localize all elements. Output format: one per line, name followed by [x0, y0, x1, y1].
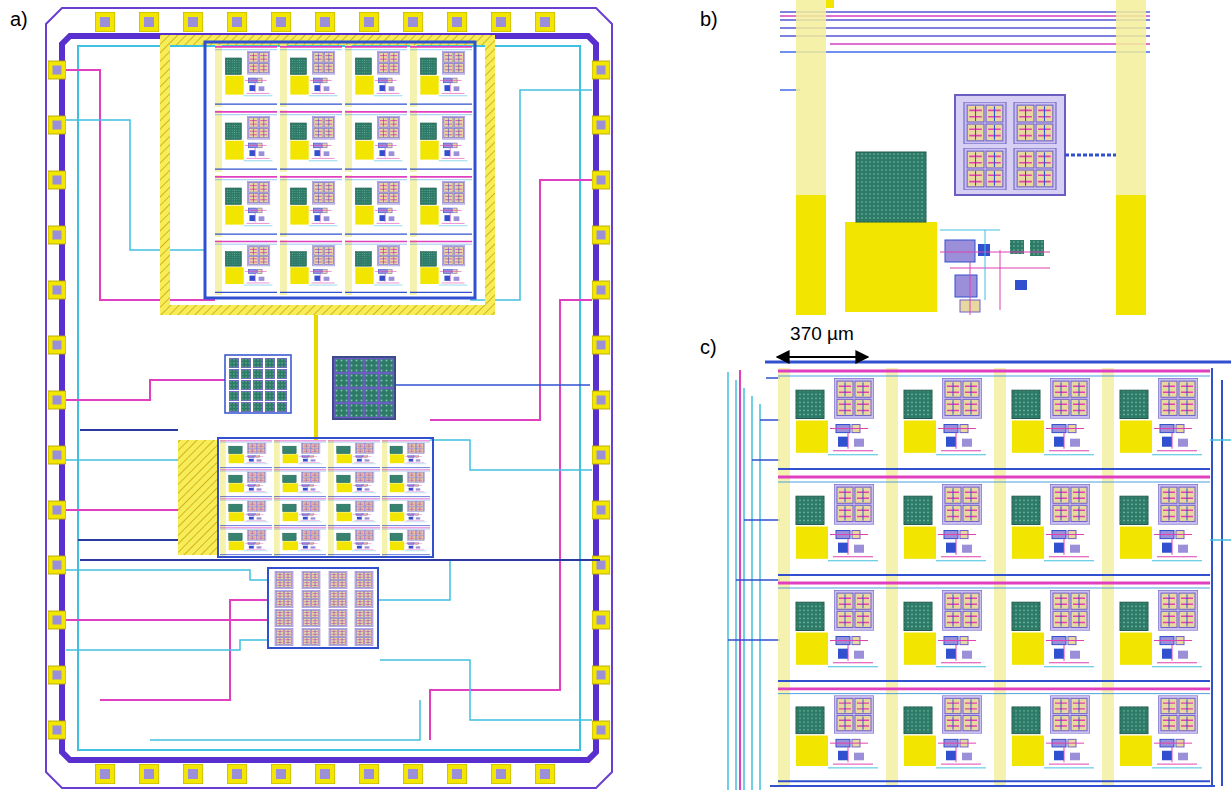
photodiode-test-arrays: [225, 355, 396, 420]
bond-pads: [48, 12, 610, 784]
panel-label: c): [700, 336, 717, 359]
dimension-label: 370 µm: [790, 323, 854, 345]
pixel-array-small: [268, 568, 378, 648]
single-pixel-detail: [780, 0, 1150, 315]
pixel-array-lower: [178, 438, 433, 557]
chip-die: [46, 8, 612, 788]
panel-label: b): [700, 8, 718, 31]
pixel-array-detail: [728, 362, 1231, 790]
dimension-arrow: [777, 357, 868, 358]
panel-label: a): [10, 8, 28, 31]
chip-wiring: [66, 70, 600, 740]
pixel-array-upper: [165, 40, 490, 310]
